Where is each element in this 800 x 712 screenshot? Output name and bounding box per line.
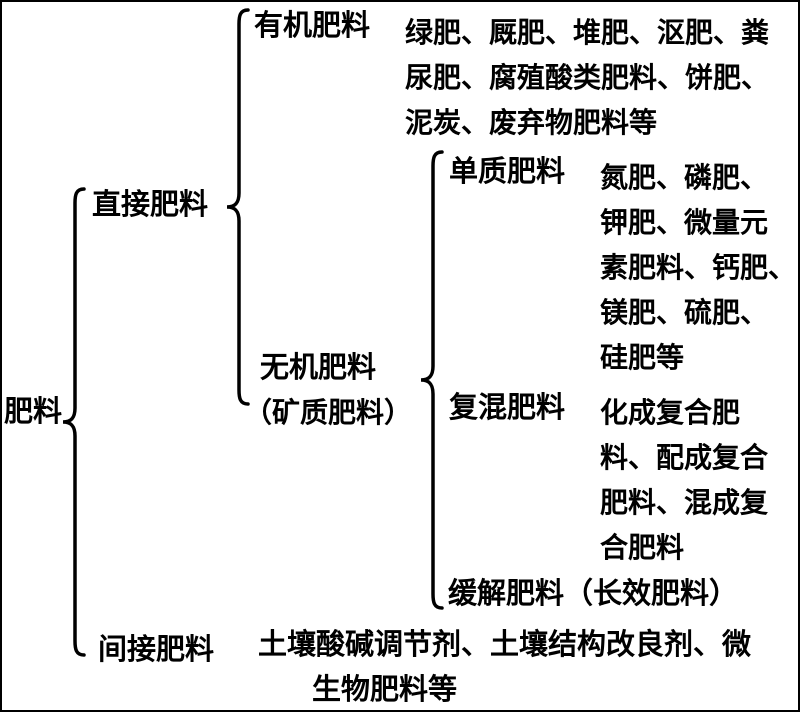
compound-items-line: 化成复合肥 <box>600 396 741 429</box>
single-items-line: 钾肥、微量元 <box>600 206 769 239</box>
compound-items: 化成复合肥 料、配成复合 肥料、混成复 合肥料 <box>600 390 768 570</box>
slow-release-fertilizer-label: 缓解肥料（长效肥料） <box>448 576 739 610</box>
root-brace <box>62 187 86 657</box>
compound-fertilizer-label: 复混肥料 <box>449 390 566 424</box>
organic-items-line: 泥炭、废弃物肥料等 <box>405 106 658 139</box>
indirect-items-line: 土壤酸碱调节剂、土壤结构改良剂、微 <box>258 627 752 661</box>
indirect-items-line: 生物肥料等 <box>312 672 458 706</box>
organic-fertilizer-label: 有机肥料 <box>254 8 371 42</box>
direct-fertilizer-label: 直接肥料 <box>92 187 209 221</box>
inorganic-brace <box>420 150 444 610</box>
indirect-fertilizer-label: 间接肥料 <box>98 632 215 666</box>
single-items-line: 镁肥、硫肥、 <box>600 296 769 329</box>
organic-items: 绿肥、厩肥、堆肥、沤肥、粪 尿肥、腐殖酸类肥料、饼肥、 泥炭、废弃物肥料等 <box>405 10 769 145</box>
direct-brace <box>226 8 250 406</box>
compound-items-line: 料、配成复合 <box>600 441 769 474</box>
single-items-line: 素肥料、钙肥、 <box>600 251 797 284</box>
compound-items-line: 肥料、混成复 <box>600 486 769 519</box>
single-element-fertilizer-label: 单质肥料 <box>449 154 566 188</box>
organic-items-line: 绿肥、厩肥、堆肥、沤肥、粪 <box>405 16 770 49</box>
single-items-line: 氮肥、磷肥、 <box>600 161 769 194</box>
organic-items-line: 尿肥、腐殖酸类肥料、饼肥、 <box>405 61 770 94</box>
single-items-line: 硅肥等 <box>600 341 685 374</box>
mineral-fertilizer-sublabel: （矿质肥料） <box>244 396 413 429</box>
single-element-items: 氮肥、磷肥、 钾肥、微量元 素肥料、钙肥、 镁肥、硫肥、 硅肥等 <box>600 155 796 380</box>
root-label: 肥料 <box>4 394 63 428</box>
inorganic-fertilizer-label: 无机肥料 <box>260 350 377 384</box>
compound-items-line: 合肥料 <box>600 531 685 564</box>
